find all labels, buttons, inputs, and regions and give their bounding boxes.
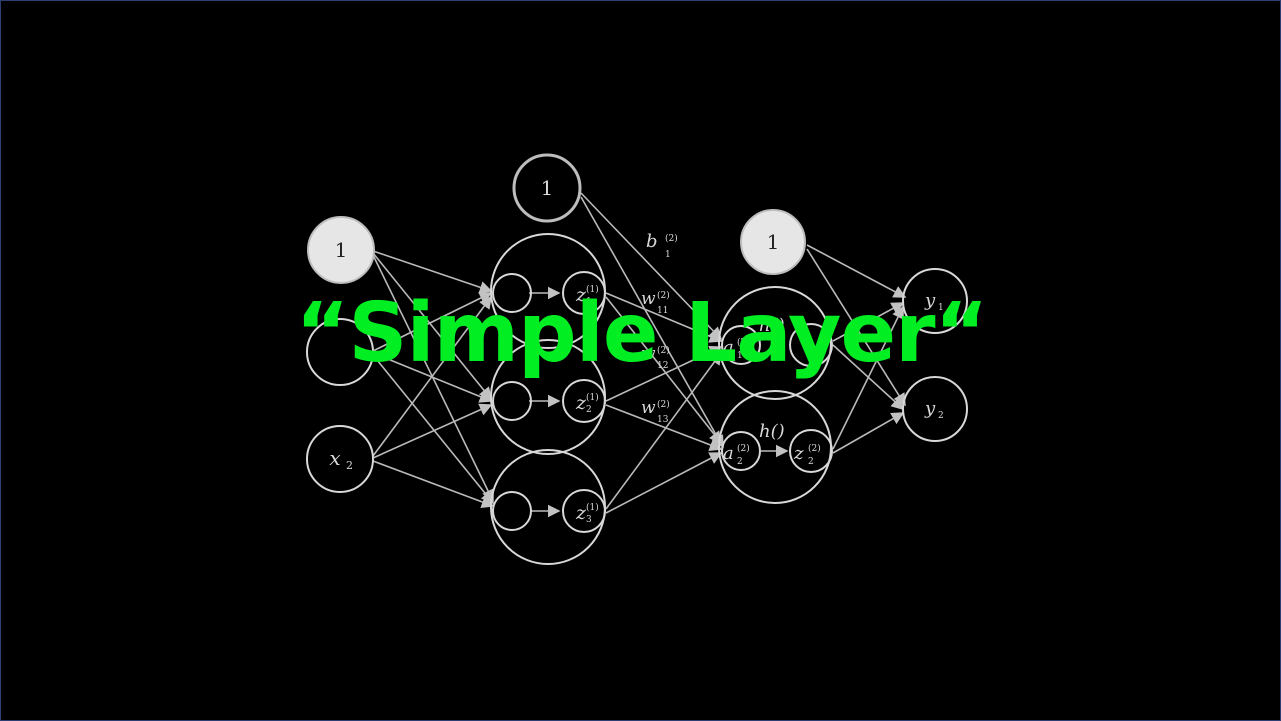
input-x1-node bbox=[306, 318, 374, 386]
output-y1-node bbox=[902, 268, 968, 334]
hidden-bias-node bbox=[512, 153, 582, 223]
a1-sup: (2) bbox=[737, 337, 750, 348]
hidden-node-3-in bbox=[492, 491, 532, 531]
weight-w11-sup: (2) bbox=[657, 290, 670, 301]
slide-title: “Simple Layer“ bbox=[295, 286, 989, 381]
weight-w11-label: w bbox=[641, 289, 656, 309]
a2-label: a bbox=[723, 443, 734, 464]
connections bbox=[372, 192, 907, 518]
output-y2-node bbox=[902, 376, 968, 442]
act-h1-label: h() bbox=[759, 315, 785, 336]
out-y1-sub: 1 bbox=[938, 303, 944, 313]
hidden-z3-sup: (1) bbox=[586, 502, 599, 513]
layer2-node-1-z bbox=[789, 323, 833, 367]
hidden-z2-label: z bbox=[575, 392, 587, 414]
out-y2-label: y bbox=[924, 398, 936, 419]
input-bias-node bbox=[307, 216, 375, 284]
hidden-z3-label: z bbox=[575, 502, 587, 524]
layer2-bias-label: 1 bbox=[767, 230, 780, 254]
input-x2-sub: 2 bbox=[346, 459, 353, 472]
weight-w12-sup: (2) bbox=[657, 345, 670, 356]
hidden-node-2-z bbox=[562, 379, 606, 423]
layer2-node-2-z bbox=[789, 429, 833, 473]
hidden-z1-label: z bbox=[575, 284, 587, 306]
out-y1-label: y bbox=[924, 290, 936, 311]
hidden-node-1-in bbox=[492, 273, 532, 313]
layer2-node-2-a bbox=[721, 431, 761, 471]
layer2-node-1-a bbox=[721, 325, 761, 365]
act-h2-label: h() bbox=[759, 421, 785, 442]
a2-sup: (2) bbox=[737, 443, 750, 454]
hidden-bias-label: 1 bbox=[541, 176, 554, 200]
input-x2-node bbox=[306, 425, 374, 493]
a1-label: a bbox=[723, 337, 734, 358]
hidden-layer bbox=[490, 233, 606, 565]
input-bias-label: 1 bbox=[335, 238, 348, 262]
hidden-z1-sub: 1 bbox=[586, 297, 592, 307]
hidden-z2-sup: (1) bbox=[586, 392, 599, 403]
z22-label: z bbox=[793, 443, 804, 464]
layer2-bias-node bbox=[740, 209, 806, 275]
hidden-z3-sub: 3 bbox=[586, 515, 592, 525]
weight-w13-label: w bbox=[641, 398, 656, 418]
input-x2-label: x bbox=[329, 446, 340, 470]
z22-sub: 2 bbox=[808, 457, 814, 467]
weight-w12-label: w bbox=[641, 344, 656, 364]
hidden-node-3-z bbox=[562, 489, 606, 533]
hidden-z1-sup: (1) bbox=[586, 284, 599, 295]
weight-w11-sub: 11 bbox=[657, 306, 668, 316]
input-layer: 1 x 2 bbox=[306, 216, 375, 493]
hidden-z2-sub: 2 bbox=[586, 405, 592, 415]
layer2 bbox=[718, 286, 833, 504]
weight-w13-sub: 13 bbox=[657, 415, 669, 425]
hidden-node-2-in bbox=[492, 381, 532, 421]
weight-b-sub: 1 bbox=[665, 250, 671, 260]
weight-b-label: b bbox=[646, 231, 658, 252]
weight-b-sup: (2) bbox=[665, 233, 678, 244]
a2-sub: 2 bbox=[737, 457, 743, 467]
hidden-node-1-z bbox=[562, 271, 606, 315]
out-y2-sub: 2 bbox=[938, 411, 944, 421]
a1-sub: 1 bbox=[737, 351, 743, 361]
z22-sup: (2) bbox=[808, 443, 821, 454]
weight-w12-sub: 12 bbox=[657, 361, 668, 371]
output-layer bbox=[902, 268, 968, 442]
weight-w13-sup: (2) bbox=[657, 399, 670, 410]
